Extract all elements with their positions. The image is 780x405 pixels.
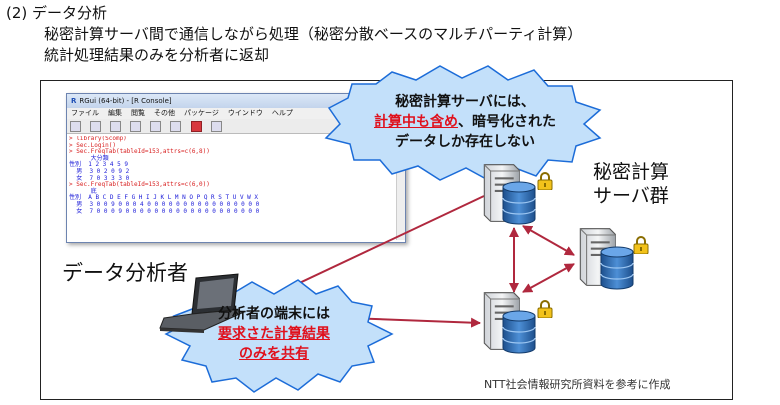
bottom-callout-highlight-2: のみを共有 bbox=[239, 346, 309, 362]
r-menu-item[interactable]: ヘルプ bbox=[271, 109, 293, 117]
r-menu-item[interactable]: その他 bbox=[154, 109, 175, 117]
source-credit: NTT社会情報研究所資料を参考に作成 bbox=[484, 378, 671, 391]
save-workspace-icon bbox=[110, 121, 122, 132]
top-callout-highlight: 計算中も含め bbox=[374, 114, 458, 130]
lock-icon bbox=[633, 236, 649, 254]
top-callout-text: 秘密計算サーバには、 計算中も含め、暗号化された データしか存在しない bbox=[360, 92, 570, 152]
database-icon bbox=[502, 181, 536, 225]
top-callout-line-2-rest: 、暗号化された bbox=[458, 114, 556, 130]
r-console-line: > Sec.Login() bbox=[69, 141, 116, 149]
secure-server-1 bbox=[483, 164, 553, 225]
lock-icon bbox=[537, 172, 553, 190]
arrow-server-link-lower bbox=[522, 263, 575, 293]
r-menu-item[interactable]: ファイル bbox=[71, 109, 99, 117]
r-menu-bar: ファイル 編集 閲覧 その他 パッケージウインドウヘルプ bbox=[67, 108, 405, 119]
r-console-line: > library(Scomp) bbox=[69, 136, 127, 142]
top-callout-line-3: データしか存在しない bbox=[395, 134, 535, 150]
r-toolbar bbox=[67, 119, 405, 134]
servers-label-line-1: 秘密計算 bbox=[593, 161, 670, 183]
stop-icon bbox=[190, 121, 202, 132]
r-console-title: RGui (64-bit) - [R Console] bbox=[79, 97, 172, 105]
r-console-line: 男 3 0 2 0 9 2 bbox=[69, 167, 130, 175]
r-console-scrollbar bbox=[396, 136, 405, 240]
r-console-line: 女 7 0 3 3 3 0 bbox=[69, 174, 130, 182]
r-console-line: > Sec.FreqTab(tableId=153,attrs=c(6,0)) bbox=[69, 181, 210, 189]
top-callout-line-2: 計算中も含め、暗号化された bbox=[360, 112, 570, 132]
top-callout-bubble bbox=[324, 65, 602, 181]
description-line-1: 秘密計算サーバ間で通信しながら処理（秘密分散ベースのマルチパーティ計算） bbox=[44, 25, 583, 43]
r-console-line: 性別 1 2 3 4 5 9 bbox=[69, 161, 128, 169]
r-console-output: > library(Scomp)> Sec.Login()> Sec.FreqT… bbox=[69, 136, 395, 236]
r-console-line: > Sec.FreqTab(tableId=153,attrs=c(6,8)) bbox=[69, 148, 210, 156]
load-workspace-icon bbox=[90, 121, 102, 132]
r-console-line: 女 7 0 0 0 9 0 0 0 0 0 0 0 0 0 0 0 0 0 0 … bbox=[69, 207, 260, 215]
r-logo-icon: R bbox=[71, 97, 77, 105]
copy-paste-icon bbox=[170, 121, 182, 132]
r-console-line: 大分類 bbox=[69, 154, 109, 162]
arrow-server-link-upper bbox=[522, 225, 575, 256]
paste-icon bbox=[150, 121, 162, 132]
r-console-line: 男 3 0 0 9 0 0 0 4 0 0 0 0 0 0 0 0 0 0 0 … bbox=[69, 200, 260, 208]
r-menu-item[interactable]: ウインドウ bbox=[227, 109, 263, 117]
database-icon bbox=[600, 246, 634, 290]
print-icon bbox=[210, 121, 222, 132]
servers-label-line-2: サーバ群 bbox=[593, 185, 669, 207]
secure-server-2 bbox=[579, 228, 649, 290]
secure-server-3 bbox=[483, 292, 553, 354]
analyst-label: データ分析者 bbox=[62, 261, 188, 285]
bottom-callout-highlight-1: 要求さた計算結果 bbox=[218, 326, 330, 342]
top-callout-line-1: 秘密計算サーバには、 bbox=[395, 94, 535, 110]
lock-icon bbox=[537, 300, 553, 318]
r-console-line: 性別 A B C D E F G H I J K L M N O P Q R S… bbox=[69, 194, 259, 202]
description-line-2: 統計処理結果のみを分析者に返却 bbox=[44, 46, 270, 64]
r-console-line: 底 bbox=[69, 187, 97, 195]
section-heading: (2) データ分析 bbox=[6, 4, 108, 22]
r-menu-item[interactable]: 編集 bbox=[108, 109, 122, 117]
bottom-callout-text: 分析者の端末には 要求さた計算結果 のみを共有 bbox=[194, 304, 354, 364]
bottom-callout-line-1: 分析者の端末には bbox=[218, 306, 330, 322]
copy-icon bbox=[130, 121, 142, 132]
laptop-icon bbox=[159, 273, 246, 333]
open-script-icon bbox=[70, 121, 81, 132]
r-menu-item[interactable]: パッケージ bbox=[184, 109, 219, 117]
r-menu-item[interactable]: 閲覧 bbox=[131, 109, 145, 117]
database-icon bbox=[502, 310, 536, 354]
